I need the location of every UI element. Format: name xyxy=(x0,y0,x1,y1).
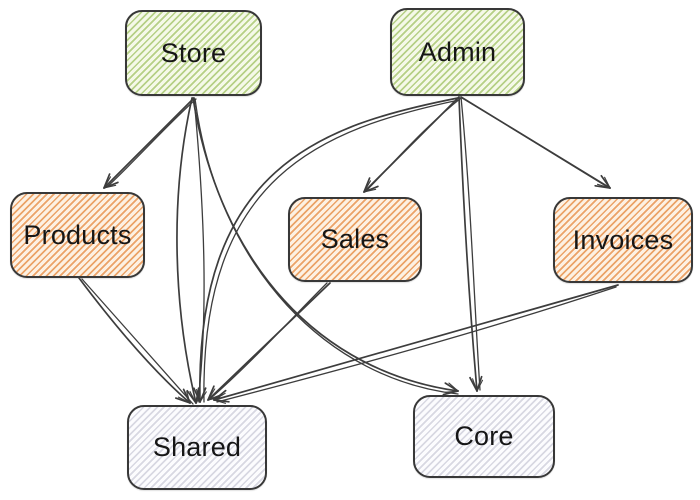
node-core: Core xyxy=(413,395,555,478)
node-sales: Sales xyxy=(288,197,422,282)
node-shared: Shared xyxy=(127,405,267,490)
node-label: Shared xyxy=(152,432,242,462)
node-invoices: Invoices xyxy=(553,197,693,283)
node-label: Core xyxy=(454,421,514,451)
edge-store-products xyxy=(103,97,197,189)
node-label: Invoices xyxy=(572,224,674,255)
node-label: Store xyxy=(160,37,227,68)
node-label: Products xyxy=(23,219,132,250)
node-admin: Admin xyxy=(390,8,525,96)
node-label: Admin xyxy=(418,36,497,67)
edge-admin-core xyxy=(458,96,484,392)
node-products: Products xyxy=(10,192,145,278)
edge-sales-shared xyxy=(207,282,331,401)
edge-admin-invoices xyxy=(460,96,611,189)
node-label: Sales xyxy=(320,224,390,254)
edge-store-shared xyxy=(176,97,205,404)
edge-products-shared xyxy=(78,277,194,405)
edge-invoices-shared xyxy=(213,284,619,404)
edge-admin-sales xyxy=(363,96,462,193)
node-store: Store xyxy=(125,10,262,96)
